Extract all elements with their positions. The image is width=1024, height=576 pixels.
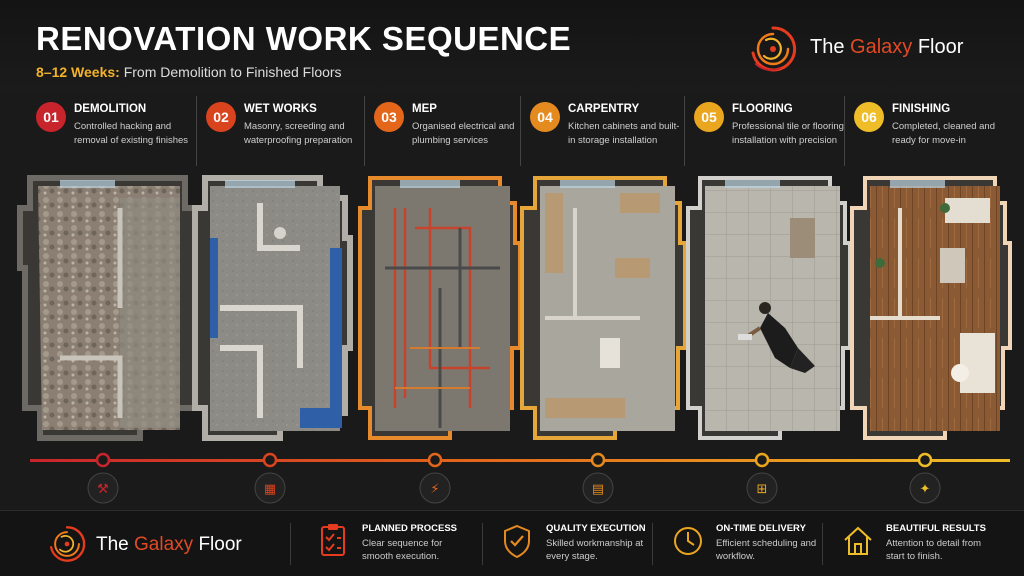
feature-title: BEAUTIFUL RESULTS [886,523,986,534]
timeline-line [30,459,1010,462]
timeline-node [95,452,111,468]
plan-finishing [850,176,1012,440]
step-description: Masonry, screeding and waterproofing pre… [244,121,353,146]
brand-name: The Galaxy Floor [96,534,242,555]
step-divider [196,96,197,166]
step-title: FLOORING [732,103,793,115]
step-description: Controlled hacking and removal of existi… [74,121,189,146]
feature-title: PLANNED PROCESS [362,523,458,534]
footer-divider [652,523,653,565]
step-4: 04 CARPENTRY Kitchen cabinets and built-in… [530,96,690,168]
plan-wet-works [192,175,353,441]
footer-divider [822,523,823,565]
home-icon [842,523,878,563]
feature-title: QUALITY EXECUTION [546,523,646,534]
timeline: ⚒ ▦ ⚡ ▤ ⊞ ✦ [30,452,1010,504]
galaxy-swirl-icon [49,526,86,562]
footer-divider [290,523,291,565]
bolt-drop-icon-glyph: ⚡ [430,482,439,497]
brand-logo-top: The Galaxy Floor [744,20,1004,76]
step-title: FINISHING [892,103,951,115]
galaxy-swirl-icon [751,26,797,72]
step-headers: 01 DEMOLITION Controlled hacking and remov… [0,96,1024,168]
sparkle-icon [909,472,941,504]
step-divider [844,96,845,166]
step-number-badge: 06 [854,102,884,132]
step-2: 02 WET WORKS Masonry, screeding and waterp… [206,96,366,168]
step-number-badge: 02 [206,102,236,132]
tile-icon-glyph: ⊞ [757,482,768,497]
footer: The Galaxy Floor PLANNED PROCESS Clear se… [0,510,1024,576]
timeline-node [754,452,770,468]
checklist-icon [318,523,354,563]
worker-figure [738,302,815,373]
step-description: Professional tile or flooring installati… [732,121,844,146]
cabinet-icon [582,472,614,504]
step-number-badge: 05 [694,102,724,132]
hammer-icon-glyph: ⚒ [97,482,109,497]
header: RENOVATION WORK SEQUENCE 8–12 Weeks: Fro… [0,0,1024,92]
subtitle-text: From Demolition to Finished Floors [119,64,342,80]
duration-highlight: 8–12 Weeks: [36,64,120,80]
brick-icon [254,472,286,504]
brand-logo-bottom: The Galaxy Floor [44,521,274,567]
step-6: 06 FINISHING Completed, cleaned and ready … [854,96,1014,168]
feature-description: Efficient scheduling and workflow. [716,538,817,562]
page-subtitle: 8–12 Weeks: From Demolition to Finished … [36,64,342,80]
footer-divider [482,523,483,565]
step-divider [684,96,685,166]
step-number-badge: 01 [36,102,66,132]
feature-title: ON-TIME DELIVERY [716,523,806,534]
step-title: DEMOLITION [74,103,147,115]
plan-demolition [17,175,208,441]
step-description: Organised electrical and plumbing servic… [412,121,515,146]
step-title: WET WORKS [244,103,317,115]
sparkle-icon-glyph: ✦ [920,482,931,497]
shield-check-icon [502,523,538,563]
timeline-node [427,452,443,468]
step-title: MEP [412,103,437,115]
feature-description: Attention to detail from start to finish… [886,538,982,562]
tile-icon [746,472,778,504]
timeline-node [917,452,933,468]
timeline-node [262,452,278,468]
feature-description: Clear sequence for smooth execution. [362,538,443,562]
hammer-icon [87,472,119,504]
clock-icon [672,523,708,563]
page-title: RENOVATION WORK SEQUENCE [36,20,572,57]
floor-plan-illustrations [17,175,1012,441]
plan-flooring [686,176,852,440]
bolt-drop-icon [419,472,451,504]
step-divider [520,96,521,166]
step-1: 01 DEMOLITION Controlled hacking and remov… [36,96,196,168]
brand-name: The Galaxy Floor [810,36,964,58]
step-5: 05 FLOORING Professional tile or flooring … [694,96,854,168]
step-3: 03 MEP Organised electrical and plumbing s… [374,96,534,168]
feature-description: Skilled workmanship at every stage. [546,538,644,562]
brick-icon-glyph: ▦ [264,482,276,497]
plan-carpentry [520,176,687,440]
step-title: CARPENTRY [568,103,640,115]
step-number-badge: 04 [530,102,560,132]
step-divider [364,96,365,166]
step-number-badge: 03 [374,102,404,132]
timeline-node [590,452,606,468]
cabinet-icon-glyph: ▤ [592,482,604,497]
plan-mep [358,176,522,440]
step-description: Completed, cleaned and ready for move-in [892,121,995,146]
step-description: Kitchen cabinets and built-in storage in… [568,121,680,146]
